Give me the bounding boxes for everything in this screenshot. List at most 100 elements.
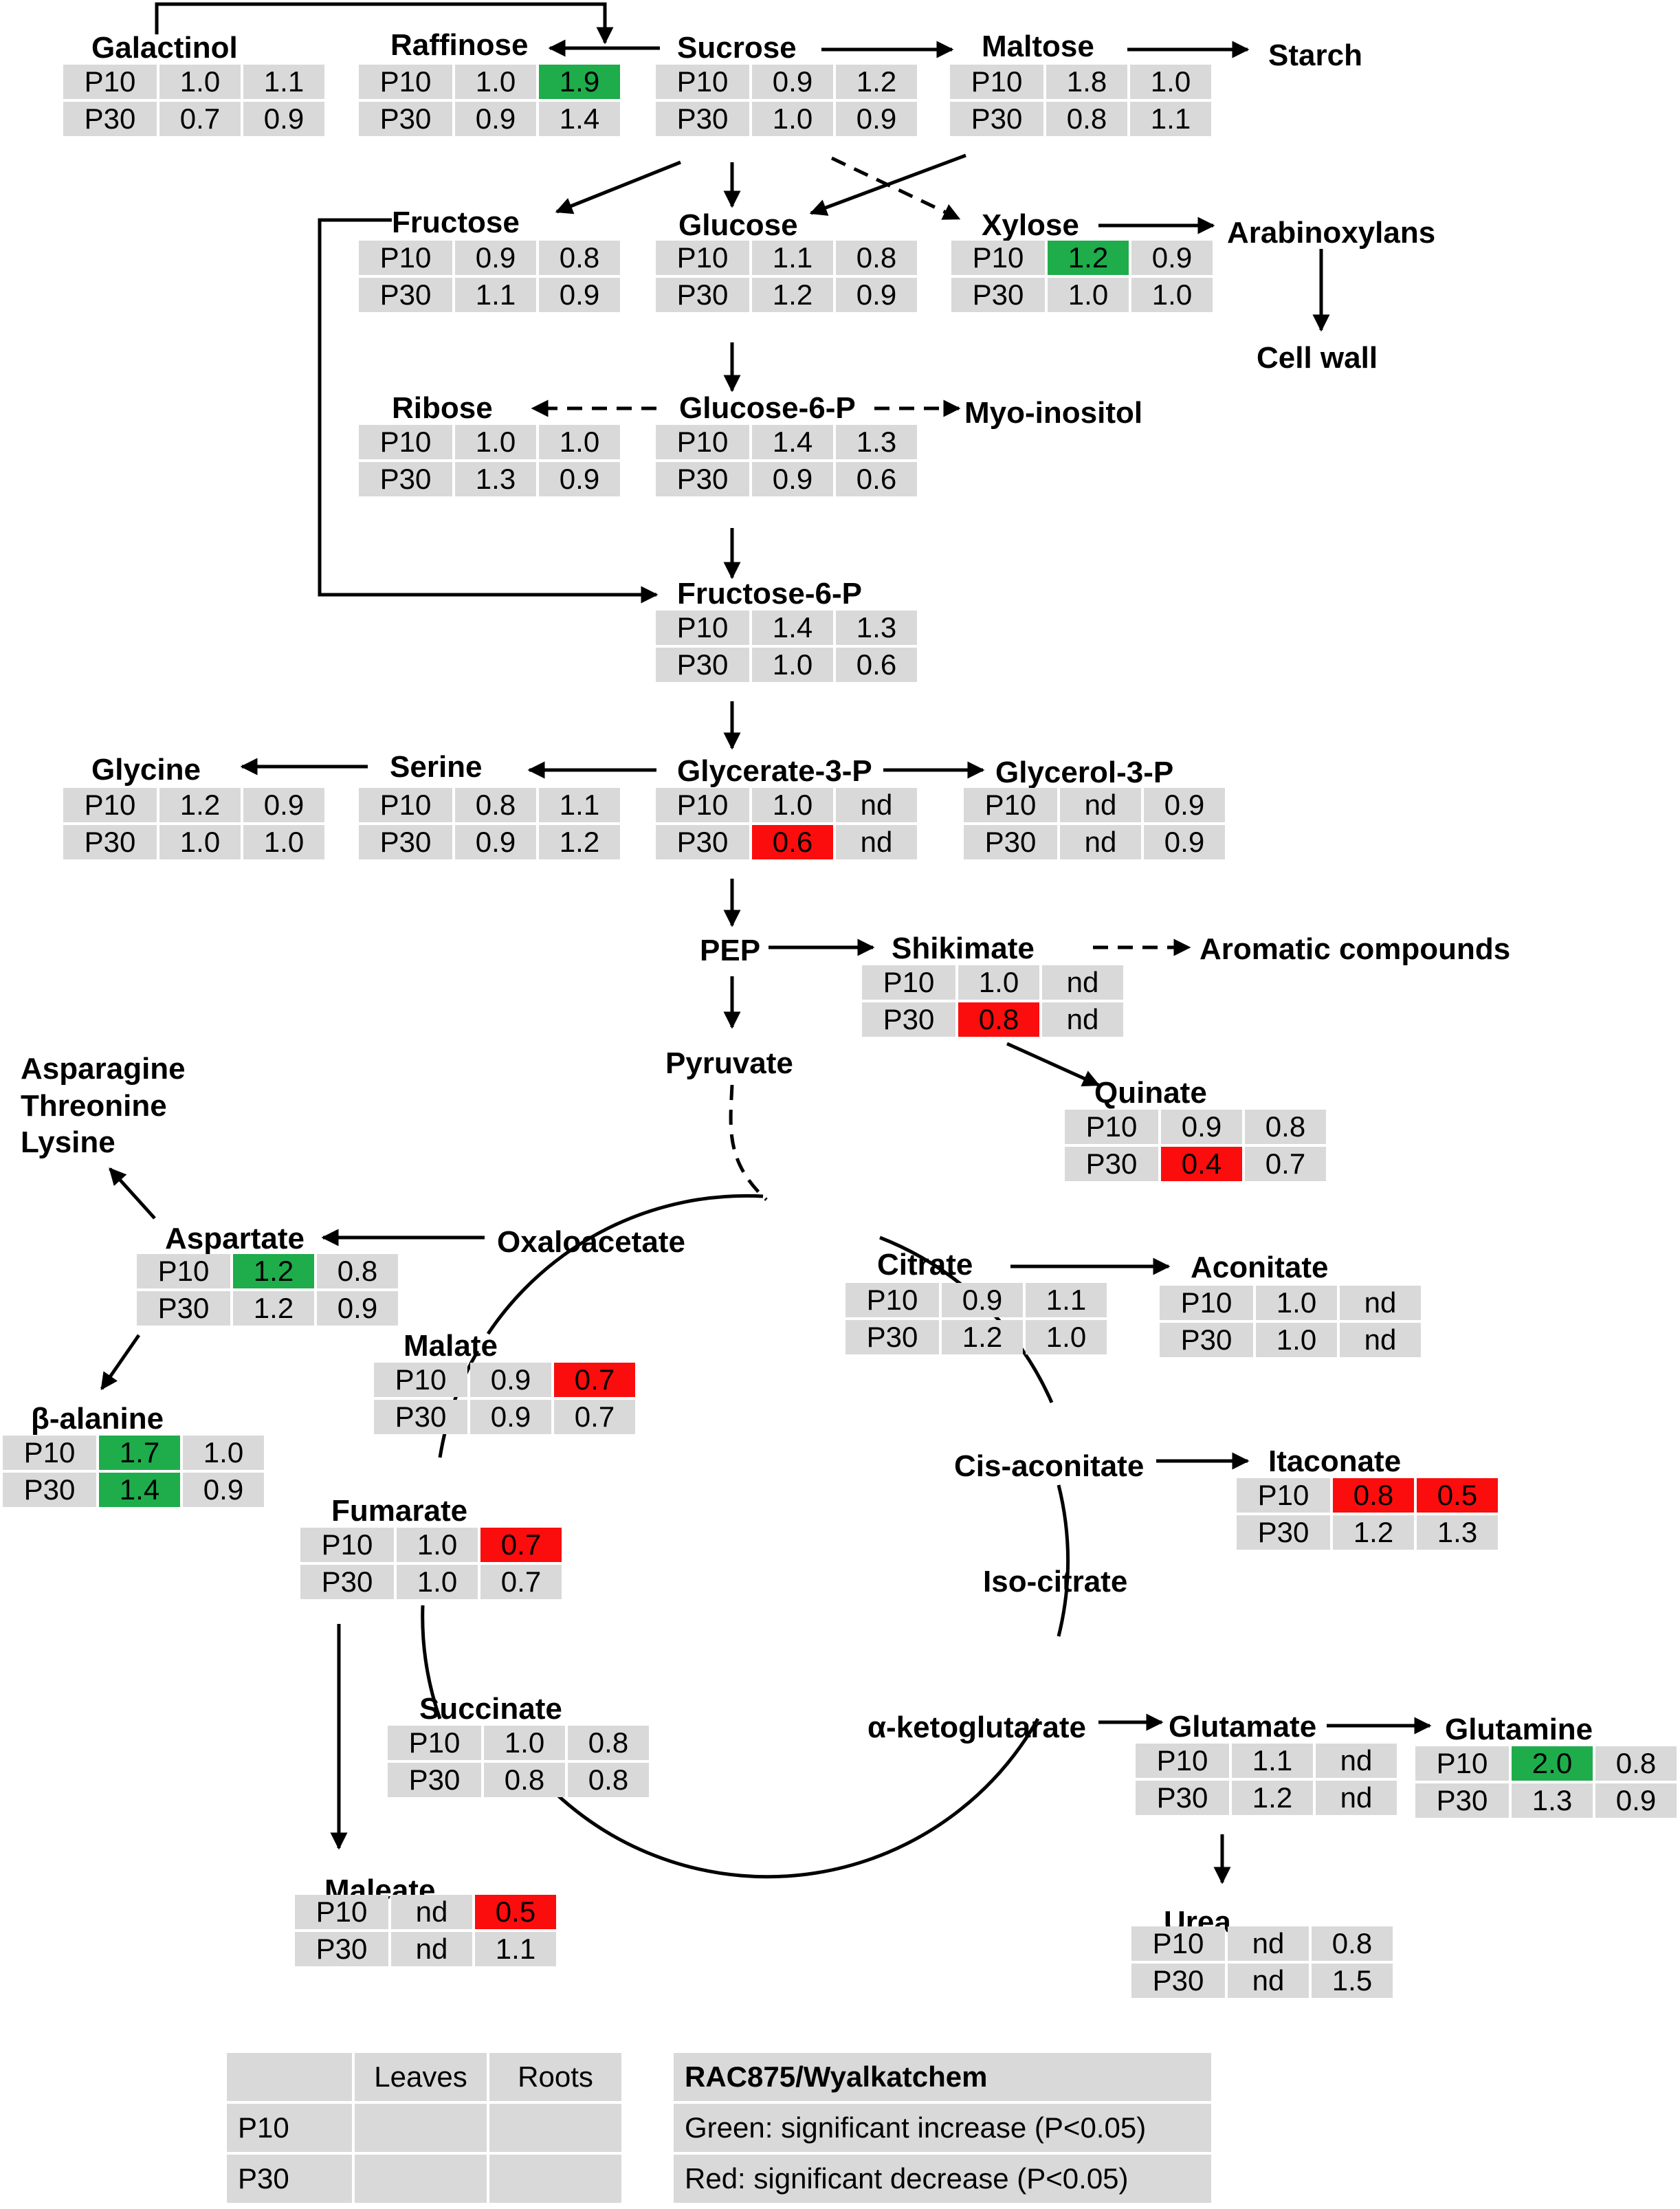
roots-value-cell: nd [1042, 965, 1123, 1000]
row-label: P10 [862, 965, 955, 1000]
leaves-value-cell: 0.9 [455, 102, 536, 136]
roots-value-cell: 0.9 [836, 278, 917, 312]
edge-shikimate-quinate [1006, 1042, 1101, 1087]
leaves-value-cell: 1.0 [455, 65, 536, 99]
row-label: P10 [388, 1726, 481, 1760]
leaves-value-cell: 0.8 [958, 1002, 1039, 1037]
row-label: P10 [656, 65, 749, 99]
roots-value-cell: 1.0 [1131, 278, 1213, 312]
roots-value-cell: nd [1340, 1286, 1421, 1320]
row-label: P30 [1160, 1323, 1253, 1357]
roots-value-cell: 0.6 [836, 648, 917, 682]
row-label: P10 [656, 788, 749, 822]
row-label: P30 [3, 1473, 96, 1507]
pathway-label-starch: Starch [1268, 39, 1362, 72]
leaves-value-cell: 1.2 [752, 278, 833, 312]
roots-value-cell: 0.7 [480, 1565, 562, 1599]
row-label: P10 [63, 65, 157, 99]
pathway-label-cellwall: Cell wall [1257, 341, 1378, 375]
roots-value-cell: 1.0 [1026, 1320, 1107, 1354]
leaves-value-cell: 0.9 [1161, 1110, 1242, 1144]
row-label: P10 [964, 788, 1057, 822]
metabolite-name-itaconate: Itaconate [1268, 1444, 1402, 1478]
leaves-value-cell: 1.1 [752, 241, 833, 275]
row-label: P10 [359, 425, 452, 459]
row-label: P10 [3, 1436, 96, 1470]
row-label: P30 [63, 825, 157, 859]
metabolite-name-glucose6p: Glucose-6-P [679, 391, 856, 425]
legend-row: RAC875/Wyalkatchem [674, 2053, 1211, 2101]
row-label: P10 [1160, 1286, 1253, 1320]
roots-value-cell: 0.9 [1595, 1783, 1677, 1818]
row-label: P10 [359, 65, 452, 99]
row-label: P10 [137, 1254, 230, 1288]
roots-value-cell: 1.4 [539, 102, 620, 136]
legend-col-header: Leaves [355, 2053, 487, 2101]
roots-value-cell: 1.0 [183, 1436, 264, 1470]
row-label: P10 [300, 1528, 394, 1562]
roots-value-cell: 1.1 [1130, 102, 1211, 136]
row-label: P30 [63, 102, 157, 136]
leaves-value-cell: nd [1060, 825, 1141, 859]
row-label: P30 [862, 1002, 955, 1037]
roots-value-cell: 0.8 [317, 1254, 398, 1288]
row-label: P30 [359, 462, 452, 496]
legend-empty-cell [489, 2155, 621, 2203]
legend-row: Green: significant increase (P<0.05) [674, 2104, 1211, 2152]
roots-value-cell: 1.0 [1130, 65, 1211, 99]
metabolite-name-glutamine: Glutamine [1445, 1713, 1593, 1746]
legend-row-label: P30 [227, 2155, 352, 2203]
leaves-value-cell: 1.4 [99, 1473, 180, 1507]
leaves-value-cell: 1.7 [99, 1436, 180, 1470]
roots-value-cell: 0.5 [475, 1895, 556, 1929]
roots-value-cell: nd [836, 788, 917, 822]
row-label: P30 [950, 102, 1043, 136]
leaves-value-cell: 1.0 [397, 1528, 478, 1562]
metabolite-name-glycerate3p: Glycerate-3-P [677, 754, 872, 788]
leaves-value-cell: 0.6 [752, 825, 833, 859]
metabolite-name-glycine: Glycine [91, 753, 201, 787]
row-label: P30 [656, 648, 749, 682]
roots-value-cell: 0.7 [554, 1363, 635, 1397]
legend-empty-cell [355, 2155, 487, 2203]
edge-aspartate-betaalanine [100, 1334, 141, 1391]
row-label: P30 [374, 1400, 467, 1434]
pathway-label-aromatic: Aromatic compounds [1200, 932, 1511, 966]
roots-value-cell: 0.9 [539, 278, 620, 312]
row-label: P30 [359, 278, 452, 312]
leaves-value-cell: 1.0 [752, 102, 833, 136]
roots-value-cell: 0.7 [554, 1400, 635, 1434]
leaves-value-cell: 0.4 [1161, 1147, 1242, 1181]
legend-row: P30 [227, 2155, 621, 2203]
leaves-value-cell: 0.9 [942, 1283, 1023, 1317]
row-label: P10 [295, 1895, 388, 1929]
leaves-value-cell: 1.0 [397, 1565, 478, 1599]
